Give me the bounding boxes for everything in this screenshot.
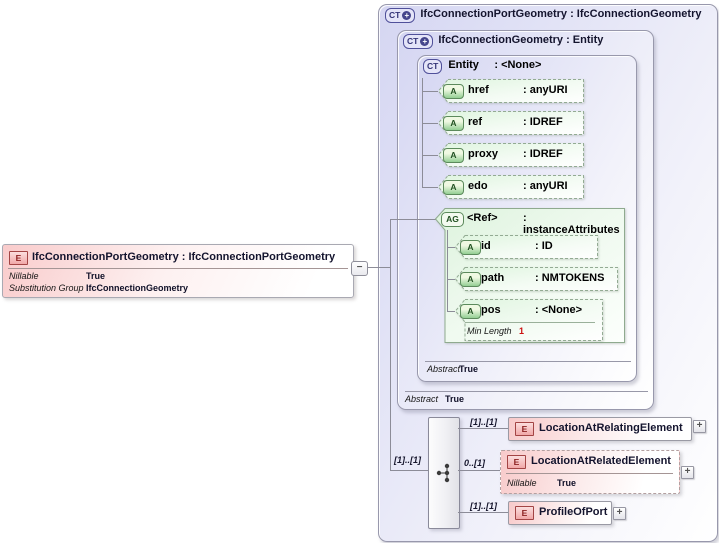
attribute-box-proxy[interactable]: A proxy : IDREF xyxy=(438,143,584,167)
attribute-type: : anyURI xyxy=(523,84,568,96)
extension-plus-icon: + xyxy=(402,11,412,20)
attribute-name: href xyxy=(468,84,489,96)
element-icon: E xyxy=(515,422,534,436)
complex-type-icon: CT xyxy=(423,59,443,74)
attribute-icon: A xyxy=(460,240,481,255)
element-name: ProfileOfPort xyxy=(539,506,608,518)
facet-label-abstract: Abstract xyxy=(427,364,461,374)
cardinality-label: 0..[1] xyxy=(464,458,486,468)
attr-stub-line xyxy=(422,123,438,124)
group-stub-line xyxy=(447,247,455,248)
attribute-group-icon: AG xyxy=(441,212,464,227)
facet-label-substitution-group: Substitution Group xyxy=(9,283,84,293)
element-icon: E xyxy=(9,251,28,265)
attribute-icon: A xyxy=(443,180,464,195)
facet-label-nillable: Nillable xyxy=(9,271,39,281)
attribute-name: path xyxy=(481,272,505,284)
group-trunk-line xyxy=(447,230,448,311)
attribute-box-ref[interactable]: A ref : IDREF xyxy=(438,111,584,135)
attr-stub-line xyxy=(422,155,438,156)
facet-separator xyxy=(425,361,631,362)
child-branch-line xyxy=(458,470,500,471)
facet-value-substitution-group: IfcConnectionGeometry xyxy=(86,283,189,293)
sequence-branch-line xyxy=(390,470,428,471)
attribute-icon: A xyxy=(460,304,481,319)
tree-trunk-line xyxy=(390,219,391,471)
attribute-box-href[interactable]: A href : anyURI xyxy=(438,79,584,103)
middle-type-title: IfcConnectionGeometry : Entity xyxy=(438,34,604,46)
entity-type-name: Entity xyxy=(448,59,479,71)
element-box-ifcconnectionportgeometry[interactable]: E IfcConnectionPortGeometry : IfcConnect… xyxy=(2,244,354,298)
attribute-icon: A xyxy=(460,272,481,287)
attr-stub-line xyxy=(422,187,438,188)
attribute-type: : NMTOKENS xyxy=(535,272,605,284)
facet-value-min-length: 1 xyxy=(519,326,525,336)
child-branch-line xyxy=(458,428,508,429)
element-icon: E xyxy=(507,455,526,469)
attribute-type: : IDREF xyxy=(523,116,563,128)
cardinality-label: [1]..[1] xyxy=(394,455,421,465)
attribute-box-path[interactable]: A path : NMTOKENS xyxy=(455,267,618,291)
element-icon: E xyxy=(515,506,534,520)
attribute-group-branch-line xyxy=(390,219,436,220)
entity-type-type: : <None> xyxy=(494,59,542,71)
attribute-name: ref xyxy=(468,116,483,128)
attribute-name: proxy xyxy=(468,148,498,160)
element-name: LocationAtRelatedElement xyxy=(531,455,671,467)
attr-stub-line xyxy=(422,91,438,92)
facet-value-abstract: True xyxy=(445,394,465,404)
complex-type-plus-icon: CT+ xyxy=(385,8,416,23)
facet-label-nillable: Nillable xyxy=(507,478,537,488)
extension-plus-icon: + xyxy=(420,37,430,46)
complex-type-plus-icon: CT+ xyxy=(403,34,434,49)
element-box-locationatrelatedelement[interactable]: E LocationAtRelatedElement Nillable True xyxy=(500,450,680,494)
expand-button[interactable]: + xyxy=(613,507,626,520)
facet-separator xyxy=(405,391,648,392)
element-box-locationatrelatingelement[interactable]: E LocationAtRelatingElement xyxy=(508,417,692,441)
facet-value-abstract: True xyxy=(459,364,479,374)
attribute-group-type: : instanceAttributes xyxy=(523,212,620,236)
group-stub-line xyxy=(447,311,455,312)
expand-button[interactable]: + xyxy=(693,420,706,433)
expand-button[interactable]: + xyxy=(681,466,694,479)
attribute-box-edo[interactable]: A edo : anyURI xyxy=(438,175,584,199)
sequence-icon xyxy=(436,463,450,483)
facet-value-nillable: True xyxy=(557,478,577,488)
attribute-type: : ID xyxy=(535,240,553,252)
attribute-icon: A xyxy=(443,116,464,131)
element-name: LocationAtRelatingElement xyxy=(539,422,683,434)
connector-line xyxy=(366,267,390,268)
element-title: IfcConnectionPortGeometry : IfcConnectio… xyxy=(32,251,336,263)
collapse-button[interactable]: − xyxy=(351,261,368,276)
outer-type-title: IfcConnectionPortGeometry : IfcConnectio… xyxy=(420,8,702,20)
attribute-type: : anyURI xyxy=(523,180,568,192)
attribute-icon: A xyxy=(443,148,464,163)
cardinality-label: [1]..[1] xyxy=(470,417,497,427)
attribute-group-name: <Ref> xyxy=(467,212,498,224)
attr-trunk-line xyxy=(422,78,423,188)
attribute-box-pos[interactable]: A pos : <None> Min Length 1 xyxy=(455,299,603,341)
facet-label-abstract: Abstract xyxy=(405,394,439,404)
element-box-profileofport[interactable]: E ProfileOfPort xyxy=(508,501,612,525)
attribute-type: : <None> xyxy=(535,304,583,316)
facet-value-nillable: True xyxy=(86,271,106,281)
attribute-name: edo xyxy=(468,180,488,192)
attribute-box-id[interactable]: A id : ID xyxy=(455,235,598,259)
attribute-name: id xyxy=(481,240,491,252)
attribute-icon: A xyxy=(443,84,464,99)
cardinality-label: [1]..[1] xyxy=(470,501,497,511)
sequence-compositor-box[interactable] xyxy=(428,417,460,529)
facet-label-min-length: Min Length xyxy=(467,326,512,336)
group-stub-line xyxy=(447,279,455,280)
attribute-name: pos xyxy=(481,304,501,316)
attribute-type: : IDREF xyxy=(523,148,563,160)
child-branch-line xyxy=(458,512,508,513)
